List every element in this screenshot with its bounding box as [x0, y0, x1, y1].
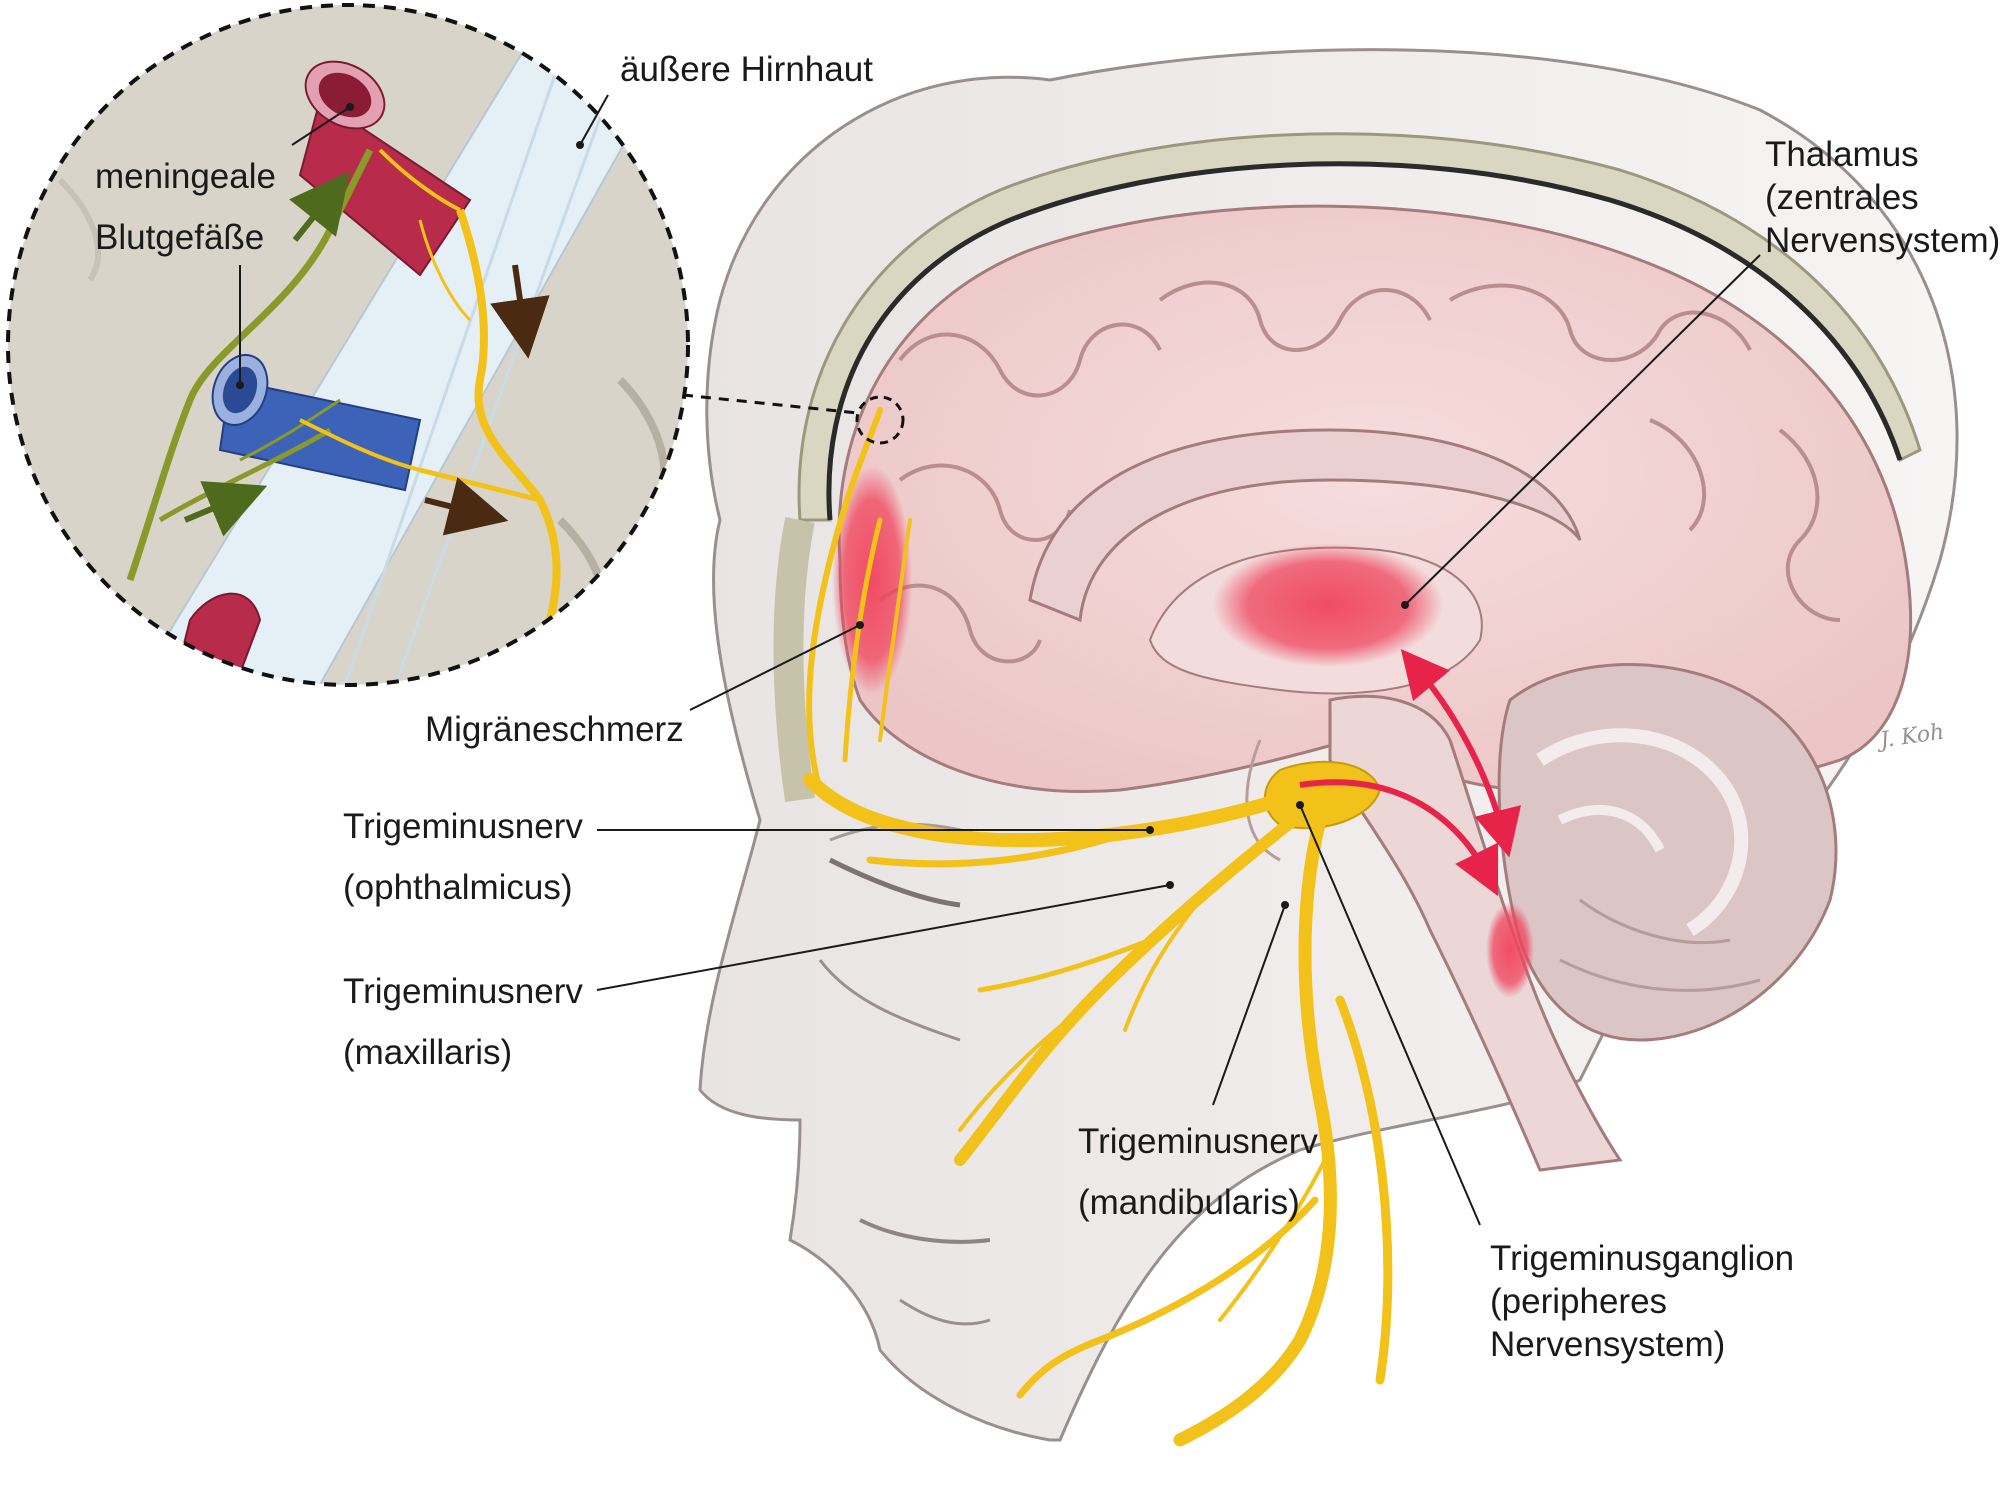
label-trig-man-line2: (mandibularis) [1078, 1181, 1318, 1224]
label-ganglion-line3: Nervensystem) [1490, 1323, 1794, 1366]
label-trig-max-line1: Trigeminusnerv [343, 970, 583, 1013]
label-trigeminus-mandibularis: Trigeminusnerv (mandibularis) [1078, 1120, 1318, 1224]
label-thalamus-line2: (zentrales [1765, 176, 2000, 219]
label-meningeale-line1: meningeale [95, 155, 276, 198]
label-thalamus-line1: Thalamus [1765, 133, 2000, 176]
label-migraeneschmerz-text: Migräneschmerz [425, 708, 684, 751]
label-aeussere-hirnhaut: äußere Hirnhaut [620, 48, 873, 91]
cerebellum-illustration [1499, 665, 1836, 1040]
label-trig-oph-line1: Trigeminusnerv [343, 805, 583, 848]
label-meningeale-line2: Blutgefäße [95, 216, 276, 259]
label-trig-oph-line2: (ophthalmicus) [343, 866, 583, 909]
label-ganglion-line2: (peripheres [1490, 1280, 1794, 1323]
label-ganglion-line1: Trigeminusganglion [1490, 1237, 1794, 1280]
brainstem-highlight [1486, 902, 1534, 998]
artist-signature-text: J. Koh [1877, 711, 1947, 763]
label-thalamus: Thalamus (zentrales Nervensystem) [1765, 133, 2000, 262]
label-trig-man-line1: Trigeminusnerv [1078, 1120, 1318, 1163]
label-trigeminus-ophthalmicus: Trigeminusnerv (ophthalmicus) [343, 805, 583, 909]
label-trig-max-line2: (maxillaris) [343, 1031, 583, 1074]
label-trigeminus-maxillaris: Trigeminusnerv (maxillaris) [343, 970, 583, 1074]
label-trigeminusganglion: Trigeminusganglion (peripheres Nervensys… [1490, 1237, 1794, 1366]
label-aeussere-hirnhaut-text: äußere Hirnhaut [620, 48, 873, 91]
label-migraeneschmerz: Migräneschmerz [425, 708, 684, 751]
label-meningeale-blutgefaesse: meningeale Blutgefäße [95, 155, 276, 259]
artist-signature: J. Koh [1877, 711, 1947, 763]
label-thalamus-line3: Nervensystem) [1765, 219, 2000, 262]
